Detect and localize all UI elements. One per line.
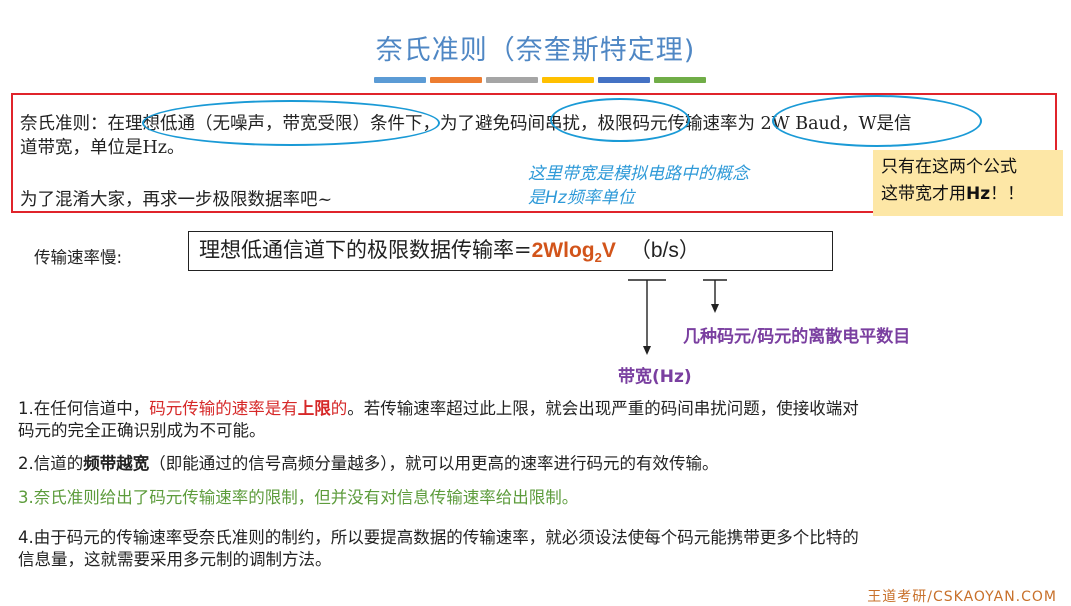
point-1-highlight: 码元传输的速率是有: [149, 399, 298, 418]
point-1-intro: 1.在任何信道中，: [18, 399, 150, 418]
title-color-bar-2: [430, 77, 482, 83]
bandwidth-note-line-1: 这里带宽是模拟电路中的概念: [528, 164, 749, 184]
point-2-emphasis: 频带越宽: [83, 454, 150, 473]
hz-callout-exclaim: ！！: [990, 184, 1025, 204]
title-color-bar-3: [486, 77, 538, 83]
formula-annotation-arrows: [628, 279, 727, 355]
formula-expr-base: 2: [594, 250, 602, 266]
point-2-rest: （即能通过的信号高频分量越多），就可以用更高的速率进行码元的有效传输。: [149, 454, 719, 473]
formula-expr-v: V: [601, 239, 616, 262]
point-1: 1.在任何信道中，码元传输的速率是有上限的。若传输速率超过此上限，就会出现严重的…: [18, 398, 1068, 442]
highlight-ellipse-isi: [550, 98, 690, 142]
levels-arrow-head: [711, 304, 719, 313]
definition-line-3: 为了混淆大家，再求一步极限数据率吧~: [20, 190, 333, 210]
bandwidth-note-line-2: 是Hz频率单位: [528, 188, 635, 208]
highlight-ellipse-ideal-lowpass: [142, 100, 440, 146]
footer-brand: 王道考研/CSKAOYAN.COM: [867, 589, 1057, 605]
bandwidth-annotation: 带宽(Hz): [618, 367, 692, 387]
hz-callout-unit: Hz: [966, 184, 991, 204]
hz-callout: 只有在这两个公式 这带宽才用Hz！！: [873, 150, 1063, 216]
point-1-particle: 的: [330, 399, 348, 418]
levels-annotation: 几种码元/码元的离散电平数目: [683, 327, 911, 347]
hz-callout-line-2: 这带宽才用Hz！！: [881, 181, 1055, 208]
hz-callout-text: 这带宽才用: [881, 184, 966, 204]
formula-label: 传输速率慢:: [34, 248, 123, 267]
formula-unit: （b/s）: [629, 239, 700, 262]
point-1-rest: 。若传输速率超过此上限，就会出现严重的码间串扰问题，使接收端对: [347, 399, 859, 418]
formula-expression: 2Wlog2V: [531, 239, 616, 266]
title-color-bar-5: [598, 77, 650, 83]
hz-callout-line-1: 只有在这两个公式: [881, 157, 1017, 177]
point-4-line-1: 4.由于码元的传输速率受奈氏准则的制约，所以要提高数据的传输速率，就必须设法使每…: [18, 528, 859, 547]
definition-line-2: 道带宽，单位是Hz。: [20, 138, 185, 158]
title-color-bar-4: [542, 77, 594, 83]
point-1-line-1: 1.在任何信道中，码元传输的速率是有上限的。若传输速率超过此上限，就会出现严重的…: [18, 398, 1068, 420]
title-color-bar-6: [654, 77, 706, 83]
formula-box: 理想低通信道下的极限数据传输率=2Wlog2V （b/s）: [188, 231, 833, 271]
bandwidth-note: 这里带宽是模拟电路中的概念 是Hz频率单位: [528, 162, 749, 210]
point-2-intro: 2.信道的: [18, 454, 84, 473]
point-2: 2.信道的频带越宽（即能通过的信号高频分量越多），就可以用更高的速率进行码元的有…: [18, 453, 1068, 475]
formula-text: 理想低通信道下的极限数据传输率=: [199, 238, 532, 262]
formula-expr-log: 2Wlog: [531, 239, 595, 262]
point-1-limit: 上限: [297, 399, 331, 418]
slide-title: 奈氏准则（奈奎斯特定理): [375, 35, 696, 66]
point-4: 4.由于码元的传输速率受奈氏准则的制约，所以要提高数据的传输速率，就必须设法使每…: [18, 527, 1068, 571]
bandwidth-arrow-head: [643, 346, 651, 355]
point-4-line-2: 信息量，这就需要采用多元制的调制方法。: [18, 550, 332, 569]
highlight-ellipse-max-rate: [772, 95, 982, 147]
title-color-bar-1: [374, 77, 426, 83]
point-1-line-2: 码元的完全正确识别成为不可能。: [18, 421, 266, 440]
point-3: 3.奈氏准则给出了码元传输速率的限制，但并没有对信息传输速率给出限制。: [18, 488, 579, 507]
